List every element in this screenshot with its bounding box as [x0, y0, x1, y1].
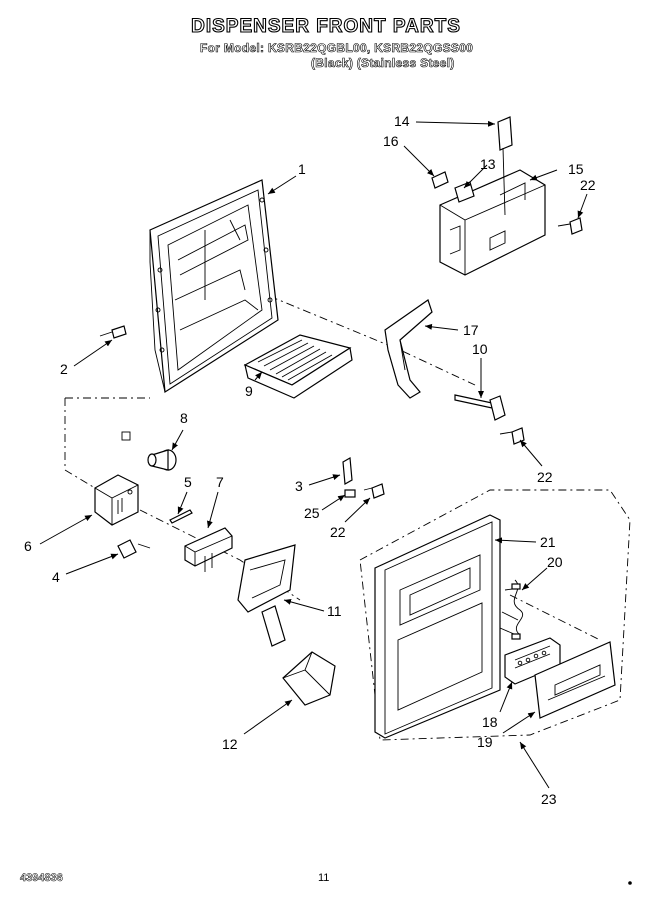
part-switch-3 [342, 457, 353, 485]
part-front-panel-21 [374, 514, 501, 739]
callout-5: 5 [184, 474, 192, 490]
callout-23: 23 [541, 791, 557, 807]
part-actuator-11 [237, 544, 296, 647]
callout-16: 16 [383, 133, 399, 149]
variant-line: (Black) (Stainless Steel) [311, 56, 455, 71]
callout-22-right: 22 [537, 469, 553, 485]
doc-number: 4394836 [20, 872, 63, 885]
callout-17: 17 [463, 322, 479, 338]
callout-19: 19 [477, 734, 493, 750]
part-bracket-25 [344, 489, 356, 498]
part-overlay-19 [534, 641, 616, 719]
callout-8: 8 [180, 410, 188, 426]
part-clip [117, 539, 151, 559]
part-grommet [147, 449, 177, 471]
callout-18: 18 [482, 714, 498, 730]
part-funnel [282, 651, 336, 706]
assembly-line-panel [509, 594, 601, 641]
part-rod-10 [454, 394, 506, 421]
page-title: DISPENSER FRONT PARTS [191, 15, 461, 37]
callout-13: 13 [480, 156, 496, 172]
callout-6: 6 [24, 538, 32, 554]
callout-labels: 1 2 3 4 5 6 7 8 9 10 11 12 13 14 15 16 1… [24, 113, 596, 807]
corner-mark [628, 881, 632, 885]
callout-22-top: 22 [580, 177, 596, 193]
part-solenoid [94, 474, 139, 526]
model-line: For Model: KSRB22QGBL00, KSRB22QGSS00 [200, 41, 474, 56]
callout-20: 20 [547, 554, 563, 570]
part-screw-2 [99, 325, 127, 339]
callout-15: 15 [568, 161, 584, 177]
part-pin [169, 509, 193, 524]
leader-lines [39, 120, 588, 789]
part-small-square [121, 431, 131, 441]
callout-25: 25 [304, 505, 320, 521]
part-bracket-14 [497, 116, 513, 216]
part-screw-22-top [557, 217, 583, 235]
callout-3: 3 [295, 478, 303, 494]
part-screw-22-mid [363, 483, 385, 499]
callout-4: 4 [52, 569, 60, 585]
part-lever-7 [184, 527, 233, 572]
assembly-line-lower [64, 398, 301, 601]
part-cap-16 [431, 171, 449, 189]
part-switch-housing-15 [439, 169, 546, 276]
callout-12: 12 [222, 736, 238, 752]
callout-2: 2 [60, 361, 68, 377]
callout-9: 9 [245, 383, 253, 399]
callout-21: 21 [540, 534, 556, 550]
part-wire-harness-20 [499, 579, 523, 640]
callout-1: 1 [298, 161, 306, 177]
part-front-panel-outline-23 [359, 489, 631, 741]
page-number: 11 [318, 872, 330, 884]
callout-11: 11 [327, 603, 342, 619]
part-housing-frame [149, 179, 279, 394]
part-screw-22-right [499, 427, 525, 445]
callout-22-mid: 22 [330, 524, 346, 540]
callout-10: 10 [472, 341, 488, 357]
callout-7: 7 [216, 474, 224, 490]
part-actuator-17 [384, 299, 433, 399]
part-drip-tray [243, 334, 353, 399]
callout-14: 14 [394, 113, 410, 129]
